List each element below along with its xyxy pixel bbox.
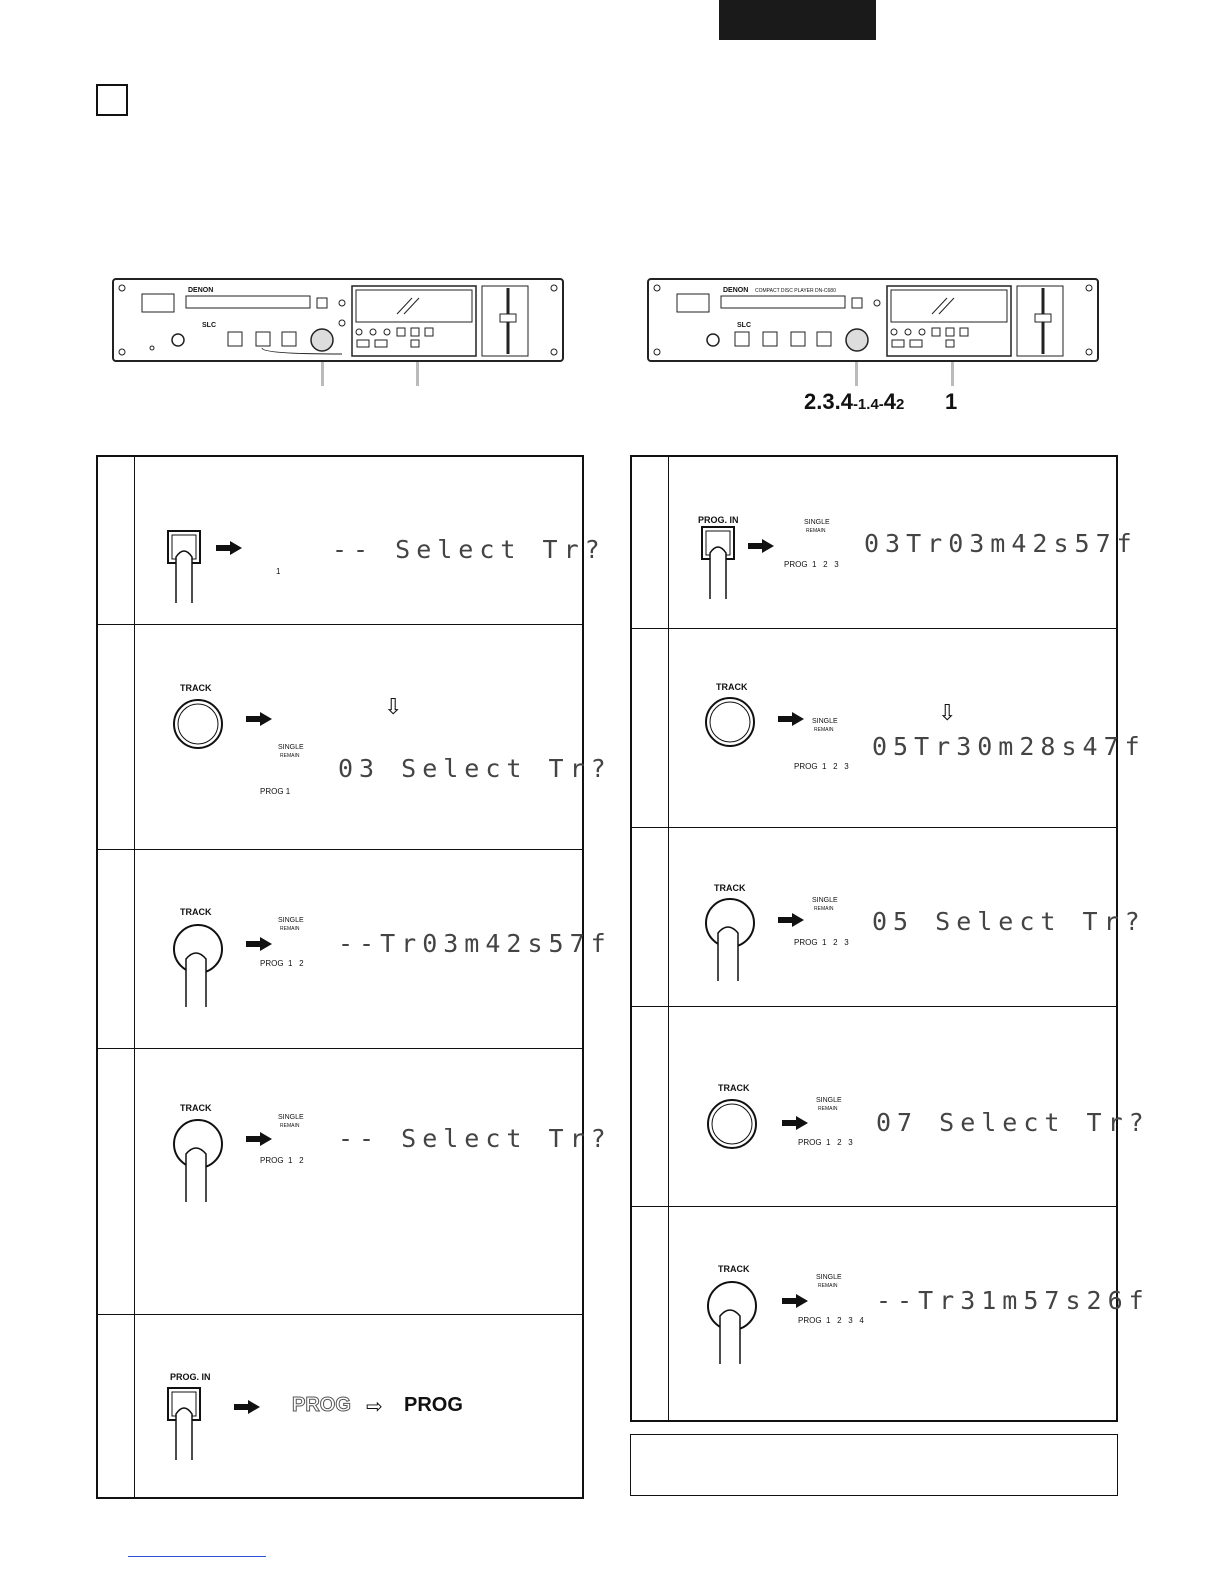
- lcd-readout: 05 Select Tr?: [872, 907, 1146, 936]
- track-key-label: TRACK: [716, 682, 748, 692]
- callout-line-right-2: [951, 362, 954, 386]
- track-key-label: TRACK: [718, 1083, 750, 1093]
- status-remain: REMAIN: [814, 727, 834, 733]
- status-single: SINGLE: [812, 718, 838, 725]
- step-left-1: -- Select Tr? 1: [98, 457, 600, 625]
- indicator-number: 1: [276, 567, 281, 576]
- prog-indicator: PROG 1: [260, 787, 291, 796]
- track-key-label: TRACK: [718, 1264, 750, 1274]
- down-arrow-icon: ⇩: [384, 694, 403, 719]
- step-right-2: TRACK SINGLE REMAIN ⇩ 05Tr30m28s47f PROG…: [632, 628, 1140, 828]
- status-remain: REMAIN: [814, 906, 834, 912]
- prog-in-key-label: PROG. IN: [698, 515, 739, 525]
- lcd-readout: 03Tr03m42s57f: [864, 529, 1138, 558]
- step-gutter: [632, 457, 669, 1420]
- device-left-brand: DENON: [188, 287, 214, 294]
- steps-panel-left: -- Select Tr? 1 TRACK SINGLE REMAIN ⇩ 03…: [96, 455, 606, 1499]
- track-key-label: TRACK: [714, 883, 746, 893]
- section-box: [96, 84, 128, 116]
- status-remain: REMAIN: [806, 528, 826, 534]
- prog-indicator: PROG 1 2 3: [794, 938, 849, 947]
- track-key-label: TRACK: [180, 1103, 212, 1113]
- prog-indicator: PROG 1 2: [260, 1156, 304, 1165]
- header-tab: [719, 0, 876, 40]
- step-right-5: TRACK SINGLE REMAIN --Tr31m57s26f PROG 1…: [632, 1206, 1144, 1420]
- status-single: SINGLE: [278, 1114, 304, 1121]
- device-right-model: COMPACT DISC PLAYER DN-C680: [755, 288, 836, 294]
- device-illustration-left: DENON SLC: [112, 278, 564, 362]
- prog-indicator: PROG 1 2 3: [784, 560, 839, 569]
- prog-indicator: PROG 1 2 3 4: [798, 1316, 864, 1325]
- callout-line-right-1: [855, 362, 858, 386]
- track-key-label: TRACK: [180, 907, 212, 917]
- device-right-logo: SLC: [737, 322, 751, 329]
- status-remain: REMAIN: [818, 1283, 838, 1289]
- lcd-readout: -- Select Tr?: [332, 535, 606, 564]
- lcd-readout: 07 Select Tr?: [876, 1108, 1150, 1137]
- status-remain: REMAIN: [280, 1123, 300, 1129]
- step-right-3: TRACK SINGLE REMAIN 05 Select Tr? PROG 1…: [632, 827, 1140, 1007]
- device-illustration-right: DENON COMPACT DISC PLAYER DN-C680 SLC: [647, 278, 1099, 362]
- steps-panel-right: PROG. IN SINGLE REMAIN 03Tr03m42s57f PRO…: [630, 455, 1144, 1422]
- prog-in-key-label: PROG. IN: [170, 1372, 211, 1382]
- right-arrow-icon: ⇨: [366, 1396, 383, 1418]
- prog-solid-text: PROG: [404, 1394, 463, 1416]
- status-single: SINGLE: [804, 519, 830, 526]
- prog-indicator: PROG 1 2: [260, 959, 304, 968]
- callout-line-left-2: [416, 362, 419, 386]
- status-remain: REMAIN: [280, 753, 300, 759]
- lcd-readout: 03 Select Tr?: [338, 754, 612, 783]
- note-box: [630, 1434, 1118, 1496]
- status-single: SINGLE: [812, 897, 838, 904]
- track-key-label: TRACK: [180, 683, 212, 693]
- status-single: SINGLE: [816, 1274, 842, 1281]
- lcd-readout: --Tr03m42s57f: [338, 929, 612, 958]
- device-left-logo: SLC: [202, 322, 216, 329]
- status-single: SINGLE: [278, 917, 304, 924]
- lcd-readout: --Tr31m57s26f: [876, 1286, 1150, 1315]
- step-right-1: PROG. IN SINGLE REMAIN 03Tr03m42s57f PRO…: [632, 457, 1132, 629]
- lcd-readout: -- Select Tr?: [338, 1124, 612, 1153]
- step-left-4: TRACK SINGLE REMAIN -- Select Tr? PROG 1…: [98, 1048, 606, 1315]
- step-right-4: TRACK SINGLE REMAIN 07 Select Tr? PROG 1…: [632, 1006, 1144, 1207]
- status-remain: REMAIN: [280, 926, 300, 932]
- status-single: SINGLE: [816, 1097, 842, 1104]
- lcd-readout: 05Tr30m28s47f: [872, 732, 1146, 761]
- callout-label-button: 1: [945, 389, 958, 414]
- callout-line-left-1: [321, 362, 324, 386]
- status-remain: REMAIN: [818, 1106, 838, 1112]
- prog-indicator: PROG 1 2 3: [798, 1138, 853, 1147]
- footer-link-underline[interactable]: [128, 1556, 266, 1557]
- prog-indicator: PROG 1 2 3: [794, 762, 849, 771]
- status-single: SINGLE: [278, 744, 304, 751]
- device-right-brand: DENON: [723, 287, 749, 294]
- step-left-5: PROG. IN PROG ⇨ PROG: [98, 1314, 582, 1499]
- step-gutter: [98, 457, 135, 1497]
- step-left-2: TRACK SINGLE REMAIN ⇩ 03 Select Tr? PROG…: [98, 624, 606, 850]
- down-arrow-icon: ⇩: [938, 700, 957, 725]
- callout-label-dial: 2.3.4-1.4-42: [804, 389, 905, 414]
- step-left-3: TRACK SINGLE REMAIN --Tr03m42s57f PROG 1…: [98, 849, 606, 1049]
- prog-outline-text: PROG: [292, 1394, 352, 1417]
